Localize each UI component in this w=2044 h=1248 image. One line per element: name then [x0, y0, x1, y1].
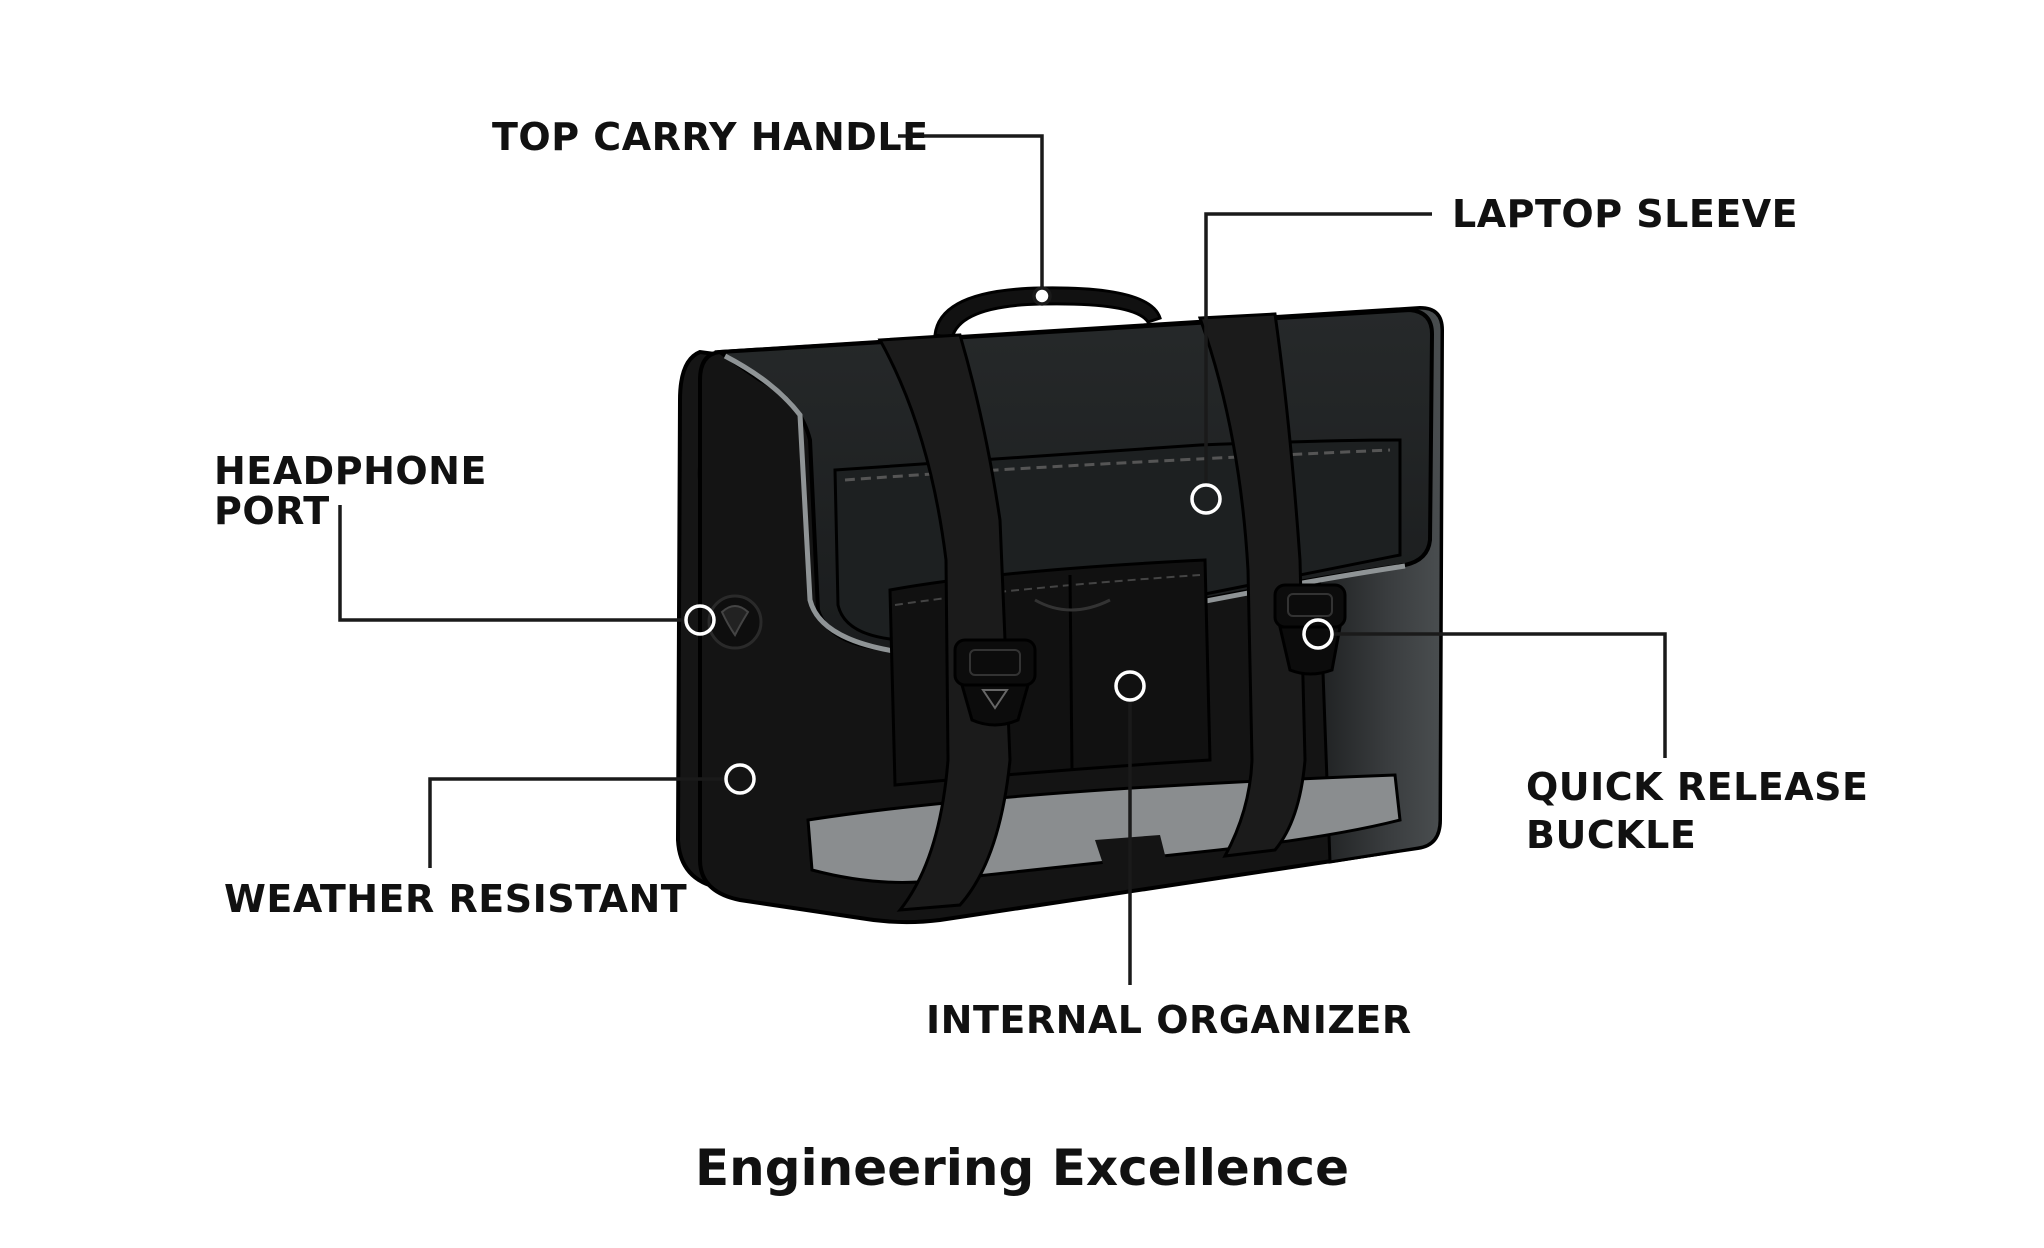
- right-quick-release-buckle: [1273, 583, 1347, 676]
- callout-labels: TOP CARRY HANDLE LAPTOP SLEEVE HEADPHONE…: [214, 115, 1869, 1042]
- point-top-carry-handle: [1032, 286, 1052, 306]
- label-headphone-port-line2: PORT: [214, 489, 330, 533]
- label-quick-release-line1: QUICK RELEASE: [1526, 765, 1869, 809]
- left-quick-release-buckle: [953, 638, 1037, 727]
- leader-weather-resistant: [428, 777, 726, 868]
- point-headphone-port: [684, 604, 716, 636]
- point-internal-organizer: [1114, 670, 1146, 702]
- right-strap: [1197, 312, 1307, 858]
- callout-leaders: [338, 134, 1667, 985]
- footer-tagline: Engineering Excellence: [695, 1139, 1349, 1197]
- leader-headphone-port: [338, 505, 686, 622]
- label-internal-organizer: INTERNAL ORGANIZER: [926, 998, 1412, 1042]
- organizer-pouches: [888, 558, 1212, 787]
- label-top-carry-handle: TOP CARRY HANDLE: [492, 115, 929, 159]
- headphone-port-shape: [707, 594, 763, 650]
- point-laptop-sleeve: [1190, 483, 1222, 515]
- label-quick-release-line2: BUCKLE: [1526, 813, 1696, 857]
- point-quick-release-buckle: [1302, 618, 1334, 650]
- messenger-bag-illustration: [675, 286, 1445, 925]
- left-strap: [877, 333, 1012, 912]
- leader-quick-release-buckle: [1332, 632, 1667, 758]
- label-laptop-sleeve: LAPTOP SLEEVE: [1452, 192, 1798, 236]
- leader-top-carry-handle: [898, 134, 1044, 296]
- point-weather-resistant: [724, 763, 756, 795]
- label-headphone-port-line1: HEADPHONE: [214, 449, 487, 493]
- label-weather-resistant: WEATHER RESISTANT: [224, 877, 687, 921]
- top-carry-handle-shape: [933, 286, 1162, 340]
- leader-laptop-sleeve: [1204, 212, 1432, 484]
